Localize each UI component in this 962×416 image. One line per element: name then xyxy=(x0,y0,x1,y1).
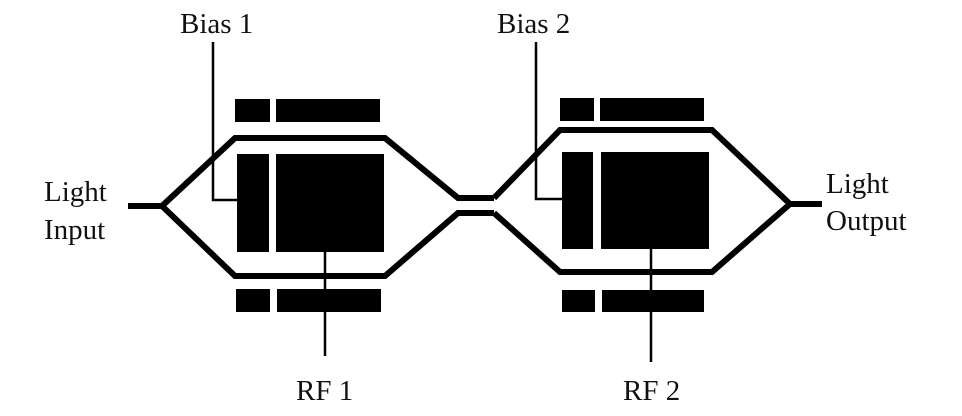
mzi2-top-ground-small xyxy=(560,98,594,121)
light-output-label-line1: Light xyxy=(826,168,889,200)
light-input-label-line2: Input xyxy=(44,214,105,246)
light-input-label-line1: Light xyxy=(44,176,107,208)
mzi2-lower-arm xyxy=(492,201,792,275)
mzi2-bias-electrode xyxy=(562,152,593,249)
mzi1-bottom-ground-small xyxy=(236,289,270,312)
mzi2-rf-electrode xyxy=(601,152,709,249)
mzi1-bias-electrode xyxy=(237,154,269,252)
mzi1-upper-arm xyxy=(159,135,494,209)
mzi1-top-ground-large xyxy=(276,99,380,122)
bias2-label: Bias 2 xyxy=(497,8,570,40)
bias1-label: Bias 1 xyxy=(180,8,253,40)
mzi1-lower-arm xyxy=(159,203,494,279)
mzi1-top-ground-small xyxy=(235,99,270,122)
mzi2-upper-arm xyxy=(491,127,793,207)
mzi1-bottom-ground-large xyxy=(277,289,381,312)
rf2-label: RF 2 xyxy=(623,375,680,407)
rf1-label: RF 1 xyxy=(296,375,353,407)
mzi2-top-ground-large xyxy=(600,98,704,121)
light-output-label-line2: Output xyxy=(826,205,907,237)
mzi2-bottom-ground-small xyxy=(562,290,595,312)
mzi1-rf-electrode xyxy=(276,154,384,252)
bias1-lead-line xyxy=(211,42,237,202)
mzi2-bottom-ground-large xyxy=(602,290,704,312)
bias2-lead-line xyxy=(534,42,562,201)
